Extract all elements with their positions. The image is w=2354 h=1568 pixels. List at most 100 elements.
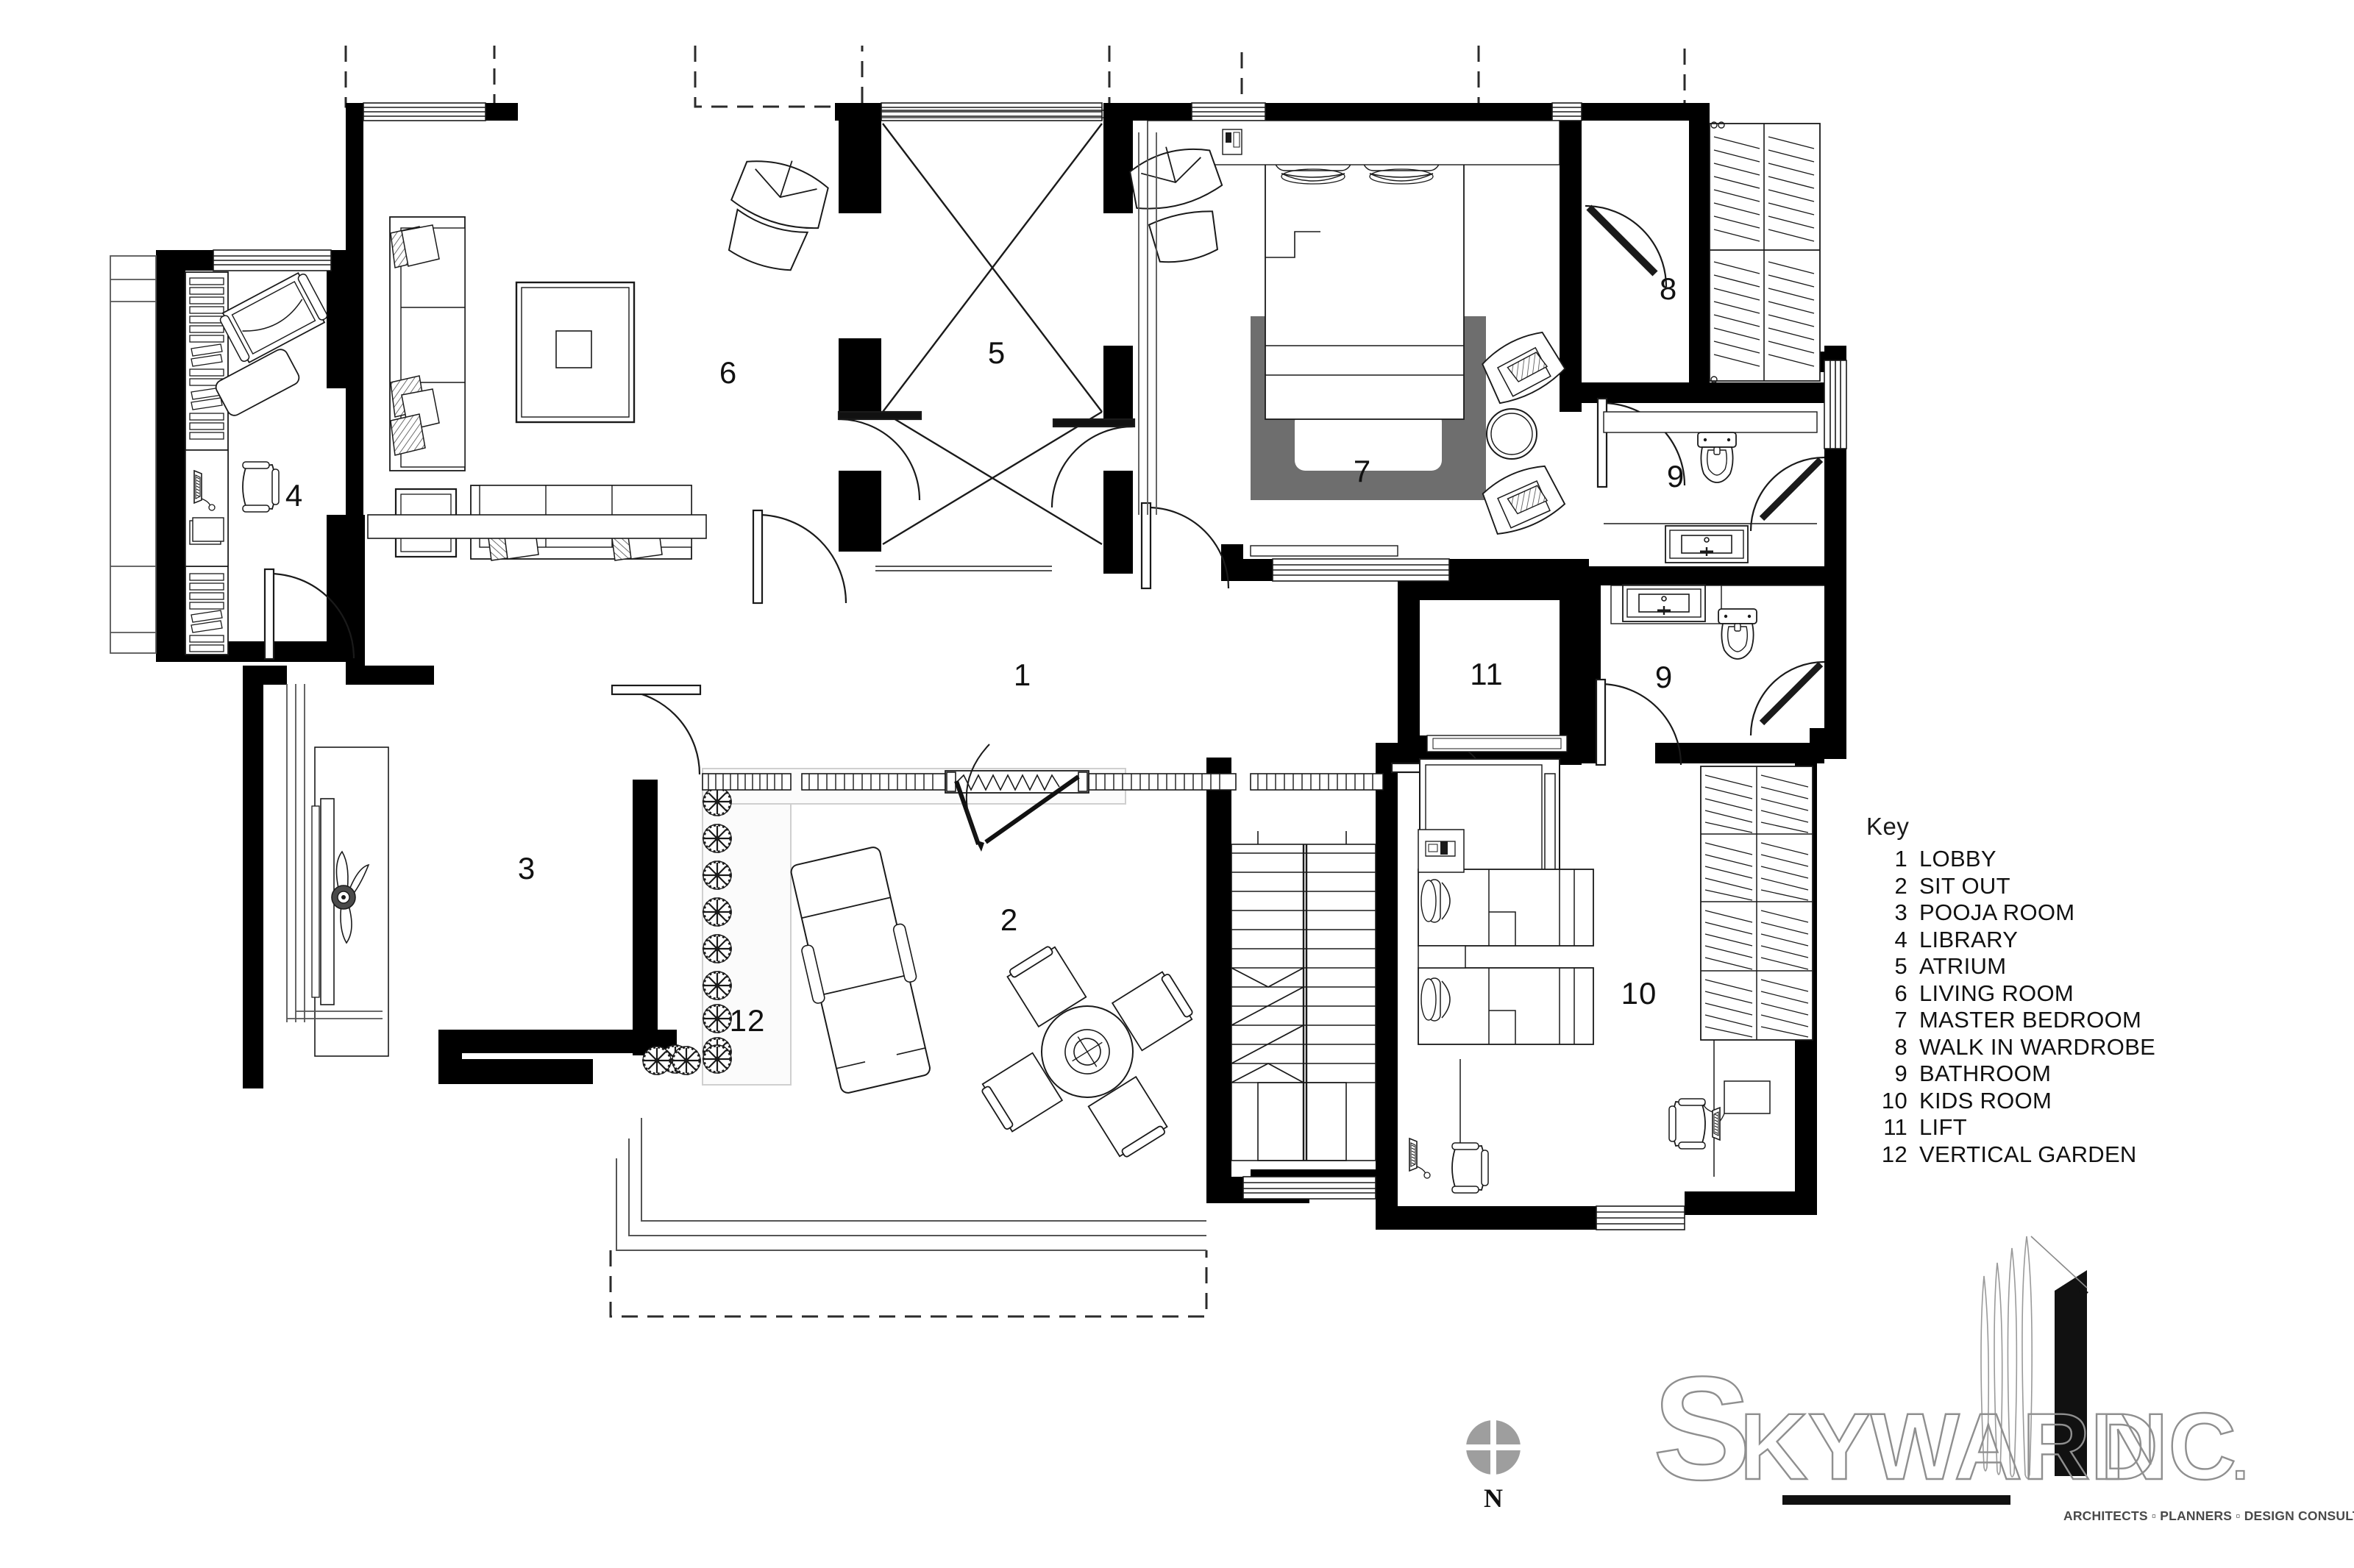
armchair-bedroom (1129, 146, 1223, 210)
stair-break-symbol (1231, 967, 1304, 1083)
room-number-master-bedroom: 7 (1353, 454, 1372, 488)
kids-shelf (1418, 829, 1465, 873)
key-item-label: LIFT (1919, 1114, 1967, 1140)
wc-upper (1697, 432, 1737, 483)
staircase (1231, 831, 1376, 1161)
key-item-number: 4 (1894, 926, 1907, 952)
skyline-icon (1980, 1236, 2033, 1479)
wc-lower (1718, 608, 1757, 660)
kids-wardrobe (1700, 766, 1813, 1041)
tv-ledge (1250, 545, 1398, 557)
atrium-void (881, 110, 1103, 546)
key-item-label: MASTER BEDROOM (1919, 1007, 2142, 1033)
door-pooja (611, 684, 702, 775)
logo-rule (1782, 1495, 2010, 1505)
room-number-pooja-room: 3 (517, 851, 536, 885)
door-bath-lower (1595, 678, 1682, 766)
key-item-sit-out: 2 SIT OUT (1865, 873, 2174, 900)
key-item-number: 7 (1894, 1007, 1907, 1033)
logo-tagline: ARCHITECTS ▫ PLANNERS ▫ DESIGN CONSULTAN… (2063, 1508, 2354, 1523)
basin-lower (1621, 583, 1707, 623)
kids-study-1 (1409, 1059, 1489, 1194)
library-ottoman (215, 349, 300, 416)
kids-bed-2 (1418, 967, 1594, 1045)
door-master (1140, 502, 1230, 590)
library-exterior-screen (110, 255, 157, 654)
headboard-ledge (1147, 120, 1560, 165)
lounge-chair-lower (1482, 465, 1566, 535)
logo-word-kyward: KYWARD (1740, 1394, 2158, 1500)
logo-word-nc: NC (2100, 1394, 2236, 1500)
logo-dot: . (2233, 1430, 2248, 1491)
kids-top-shelf (1426, 735, 1568, 752)
pooja-exterior-trim (286, 684, 383, 1022)
door-atrium-left (837, 410, 922, 501)
key-item-label: ATRIUM (1919, 953, 2007, 979)
bathroom-lower (1610, 583, 1824, 660)
room-number-atrium: 5 (987, 335, 1006, 370)
key-item-number: 3 (1894, 899, 1907, 925)
door-library (263, 568, 355, 660)
sitout-grille-band (801, 773, 1384, 791)
key-item-label: SIT OUT (1919, 872, 2010, 899)
key-item-vertical-garden: 12 VERTICAL GARDEN (1865, 1141, 2174, 1169)
key-item-label: BATHROOM (1919, 1061, 2052, 1086)
kids-room-furniture (1409, 735, 1813, 1194)
door-bath-right-upper (1749, 456, 1825, 532)
room-number-bathroom: 9 (1666, 459, 1685, 493)
key-item-number: 5 (1894, 953, 1907, 979)
room-number-vertical-garden: 12 (729, 1003, 766, 1038)
key-item-number: 10 (1881, 1087, 1907, 1113)
key-item-label: LIVING ROOM (1919, 980, 2074, 1006)
outdoor-dining-set (981, 946, 1193, 1158)
library-chair (242, 461, 280, 513)
library-sofa (219, 272, 328, 363)
key-item-pooja-room: 3 POOJA ROOM (1865, 899, 2174, 927)
armchair-living (728, 160, 829, 271)
floor-slab-outline (616, 1118, 1206, 1251)
key-item-bathroom: 9 BATHROOM (1865, 1061, 2174, 1088)
north-indicator: N (1438, 1419, 1548, 1514)
key-item-library: 4 LIBRARY (1865, 927, 2174, 954)
key-item-label: LIBRARY (1919, 926, 2019, 952)
kids-nightstand (1418, 945, 1466, 969)
gate-symbol (945, 744, 1089, 852)
room-number-lobby: 1 (1013, 658, 1032, 692)
garden-grille (702, 773, 792, 791)
console-living (367, 514, 707, 539)
bathroom-upper (1603, 411, 1818, 564)
north-label: N (1484, 1483, 1503, 1513)
key-item-label: POOJA ROOM (1919, 899, 2075, 925)
door-bath-right-lower (1749, 660, 1825, 736)
windows (213, 102, 1847, 1230)
room-number-kids-room: 10 (1621, 976, 1657, 1011)
living-room-furniture (367, 160, 829, 561)
key-item-master-bedroom: 7 MASTER BEDROOM (1865, 1007, 2174, 1034)
key-item-label: KIDS ROOM (1919, 1087, 2052, 1113)
bedroom-left-glazing (1138, 132, 1157, 515)
coffee-table (515, 281, 636, 424)
basin-upper (1664, 524, 1749, 564)
room-number-bathroom: 9 (1654, 660, 1674, 694)
room-number-walk-in-wardrobe: 8 (1659, 271, 1678, 306)
key-item-label: VERTICAL GARDEN (1919, 1141, 2137, 1167)
roof-overhang-dashed (344, 46, 1686, 1318)
key-item-kids-room: 10 KIDS ROOM (1865, 1088, 2174, 1115)
door-living (752, 509, 847, 605)
lobby-details (875, 566, 1052, 571)
pooja-room-3 (286, 684, 389, 1057)
sit-out-2 (790, 744, 1384, 1158)
tower-icon (2055, 1270, 2087, 1476)
key-title: Key (1866, 813, 1910, 840)
key-item-number: 2 (1894, 872, 1907, 899)
key-item-number: 12 (1881, 1141, 1907, 1167)
key-item-number: 9 (1894, 1061, 1907, 1086)
key-item-number: 6 (1894, 980, 1907, 1006)
wardrobe-8 (1709, 121, 1821, 383)
